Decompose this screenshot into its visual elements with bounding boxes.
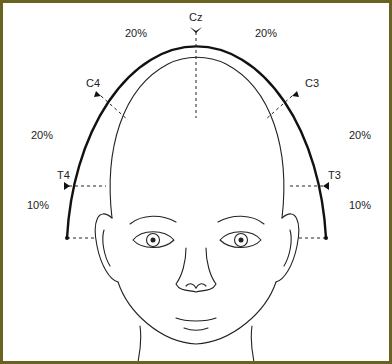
distance-percent: 20%	[31, 129, 53, 142]
electrode-label: C3	[305, 77, 319, 90]
electrode-label: T4	[57, 169, 70, 182]
distance-percent: 20%	[349, 129, 371, 142]
distance-percent: 20%	[255, 27, 277, 40]
electrode-label: C4	[86, 77, 100, 90]
distance-percent: 10%	[349, 199, 371, 212]
electrode-label: Cz	[189, 11, 202, 24]
distance-percent: 20%	[125, 27, 147, 40]
head-illustration	[3, 3, 389, 361]
electrode-label: T3	[328, 169, 341, 182]
distance-percent: 10%	[27, 199, 49, 212]
